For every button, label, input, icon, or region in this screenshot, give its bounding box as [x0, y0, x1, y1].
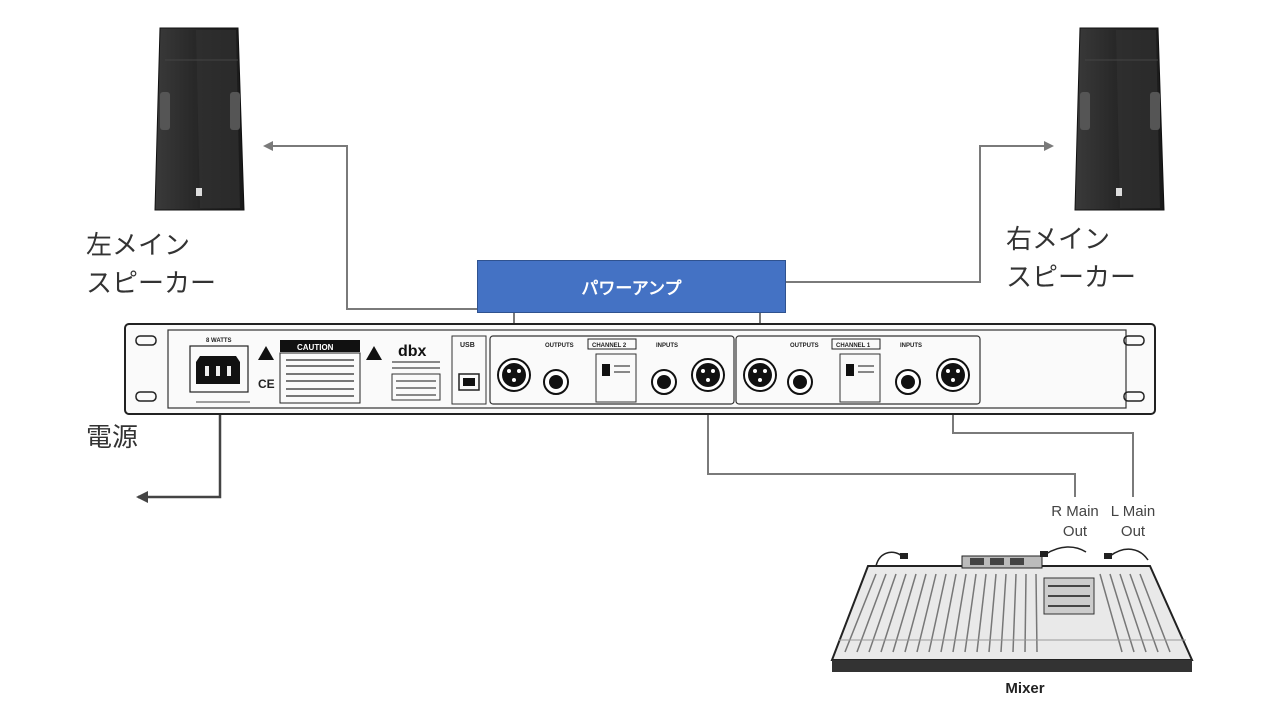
watts-label: 8 WATTS	[206, 338, 232, 344]
right-speaker-label: 右メイン スピーカー	[1006, 225, 1137, 293]
warning-triangle-icon	[258, 346, 274, 360]
r-main-out-label: R Main Out	[1051, 503, 1099, 541]
ch1-inputs-label: INPUTS	[900, 343, 922, 349]
ch2-outputs-label: OUTPUTS	[545, 343, 574, 349]
amp-to-left-speaker-line	[263, 141, 477, 310]
ch2-channel-label: CHANNEL 2	[592, 343, 627, 349]
ch2-inputs-label: INPUTS	[656, 343, 678, 349]
power-amp-label: パワーアンプ	[581, 279, 682, 299]
r-main-to-ch2-input-line	[703, 392, 1076, 497]
amplifier-rear-panel: 8 WATTS CE CAUTION dbx USB	[124, 323, 1156, 415]
power-amp-box: パワーアンプ	[477, 260, 786, 313]
power-label: 電源	[86, 423, 139, 453]
mixer-channel-strips	[844, 573, 1171, 653]
ch1-outputs-label: OUTPUTS	[790, 343, 819, 349]
usb-label: USB	[460, 342, 475, 349]
ch1-channel-label: CHANNEL 1	[836, 343, 871, 349]
usb-port-icon	[463, 378, 475, 386]
brand-logo: dbx	[398, 343, 427, 360]
right-speaker	[1074, 27, 1165, 211]
left-speaker-label: 左メイン スピーカー	[86, 231, 217, 299]
l-main-out-label: L Main Out	[1110, 503, 1156, 541]
mixer-console	[830, 546, 1194, 672]
svg-text:CE: CE	[258, 377, 275, 391]
amp-to-right-speaker-line	[786, 141, 1054, 283]
left-speaker	[154, 27, 245, 211]
connection-lines	[263, 141, 1134, 497]
caution-label: CAUTION	[297, 343, 334, 352]
mixer-label: Mixer	[1005, 680, 1045, 697]
warning-triangle-icon	[366, 346, 382, 360]
power-cable-line	[136, 378, 222, 503]
